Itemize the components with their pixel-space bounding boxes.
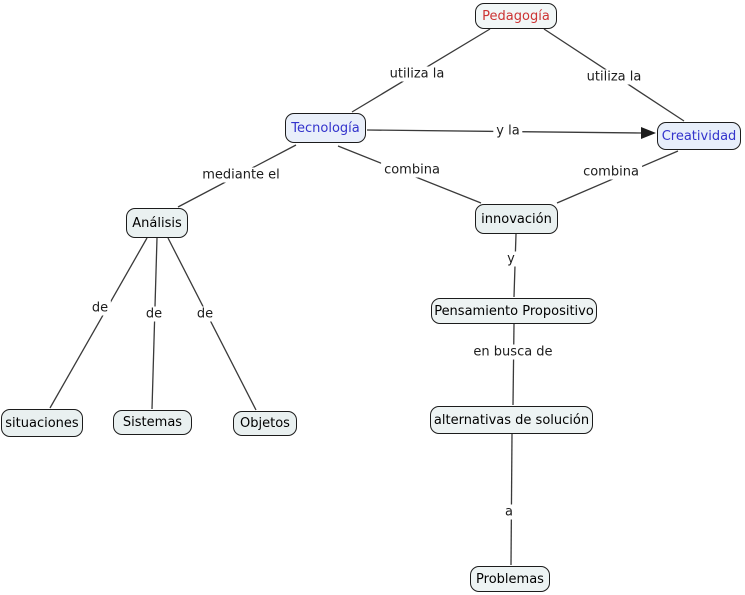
edge-label-de-3[interactable]: de xyxy=(193,306,217,322)
edge-analisis-objetos xyxy=(167,237,257,411)
node-creatividad[interactable]: Creatividad xyxy=(657,122,741,150)
arrowhead-creatividad xyxy=(641,127,656,139)
edge-label-combina-left[interactable]: combina xyxy=(381,162,443,178)
edge-label-de-2[interactable]: de xyxy=(142,306,166,322)
node-pedagogia[interactable]: Pedagogía xyxy=(475,3,557,29)
edge-label-mediante-el[interactable]: mediante el xyxy=(199,167,283,183)
edge-label-de-1[interactable]: de xyxy=(88,300,112,316)
node-pensamiento-propositivo[interactable]: Pensamiento Propositivo xyxy=(431,298,597,324)
node-tecnologia[interactable]: Tecnología xyxy=(285,113,366,143)
edge-label-a[interactable]: a xyxy=(502,504,516,520)
edge-analisis-sistemas xyxy=(151,237,158,410)
node-sistemas[interactable]: Sistemas xyxy=(113,410,192,435)
node-analisis[interactable]: Análisis xyxy=(126,208,188,238)
node-problemas[interactable]: Problemas xyxy=(470,566,550,592)
node-situaciones[interactable]: situaciones xyxy=(1,409,83,437)
edge-label-utiliza-la-right[interactable]: utiliza la xyxy=(583,69,645,85)
edge-alternativas-problemas xyxy=(510,433,513,566)
node-objetos[interactable]: Objetos xyxy=(233,411,297,436)
edge-label-en-busca-de[interactable]: en busca de xyxy=(470,344,556,360)
edge-analisis-situaciones xyxy=(49,237,148,409)
edge-label-y[interactable]: y xyxy=(504,251,518,267)
edge-label-utiliza-la-left[interactable]: utiliza la xyxy=(386,66,448,82)
edge-label-combina-right[interactable]: combina xyxy=(580,164,642,180)
edge-label-y-la[interactable]: y la xyxy=(493,123,523,139)
edge-pensamiento-alternativas xyxy=(512,323,515,406)
node-alternativas-de-solucion[interactable]: alternativas de solución xyxy=(430,406,593,434)
node-innovacion[interactable]: innovación xyxy=(475,204,558,234)
